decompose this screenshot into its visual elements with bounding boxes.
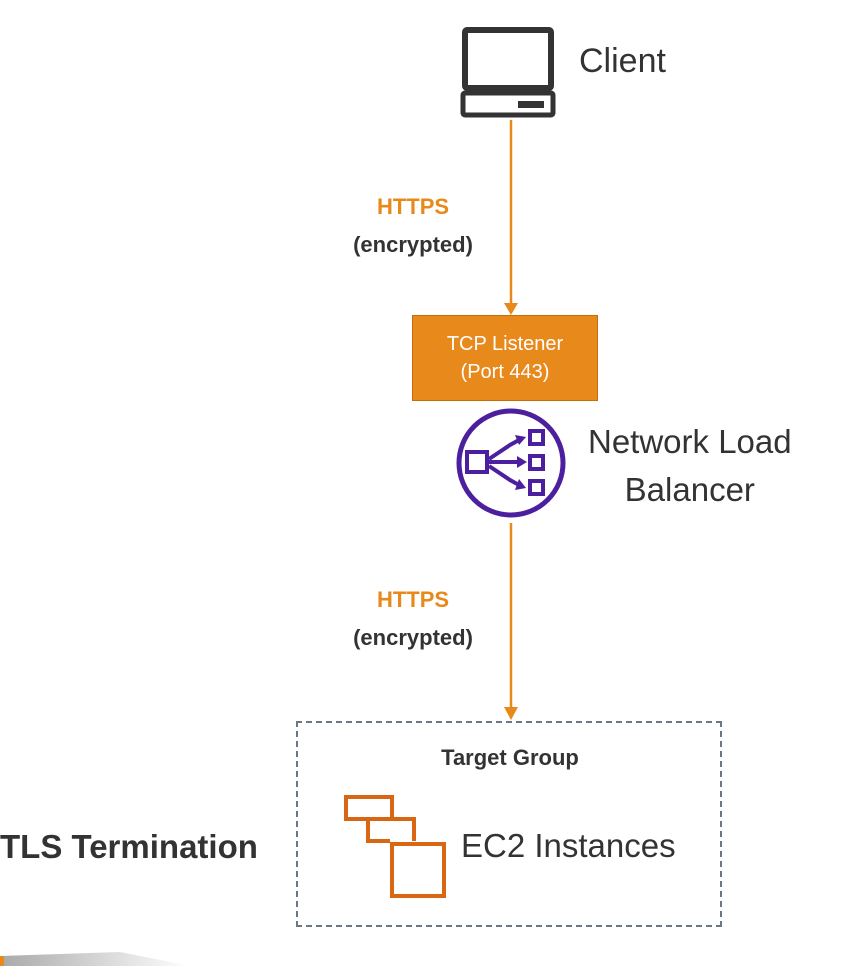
- desktop-computer-icon: [460, 27, 556, 118]
- tcp-listener-box: TCP Listener (Port 443): [412, 315, 598, 401]
- nlb-line1: Network Load: [588, 423, 792, 460]
- decorative-bottom-strip: [0, 952, 190, 966]
- network-load-balancer-icon: [456, 408, 566, 518]
- protocol-note: (encrypted): [353, 625, 473, 650]
- target-group-container: [296, 721, 722, 927]
- protocol-name: HTTPS: [376, 194, 450, 219]
- listener-line1: TCP Listener: [446, 333, 564, 355]
- arrowhead-down-icon: [504, 303, 518, 315]
- ec2-instances-label: EC2 Instances: [461, 827, 676, 864]
- protocol-name: HTTPS: [376, 587, 450, 612]
- protocol-label-bottom: HTTPS (encrypted): [313, 589, 513, 649]
- network-load-balancer-label: Network Load Balancer: [588, 418, 792, 514]
- listener-line2: (Port 443): [460, 361, 550, 383]
- tls-termination-label: TLS Termination: [0, 828, 258, 865]
- arrowhead-down-icon: [504, 707, 518, 720]
- target-group-title: Target Group: [441, 745, 579, 770]
- protocol-note: (encrypted): [353, 232, 473, 257]
- ec2-instances-icon: [344, 795, 446, 898]
- nlb-line2: Balancer: [624, 471, 755, 508]
- client-label: Client: [579, 42, 666, 80]
- protocol-label-top: HTTPS (encrypted): [313, 196, 513, 256]
